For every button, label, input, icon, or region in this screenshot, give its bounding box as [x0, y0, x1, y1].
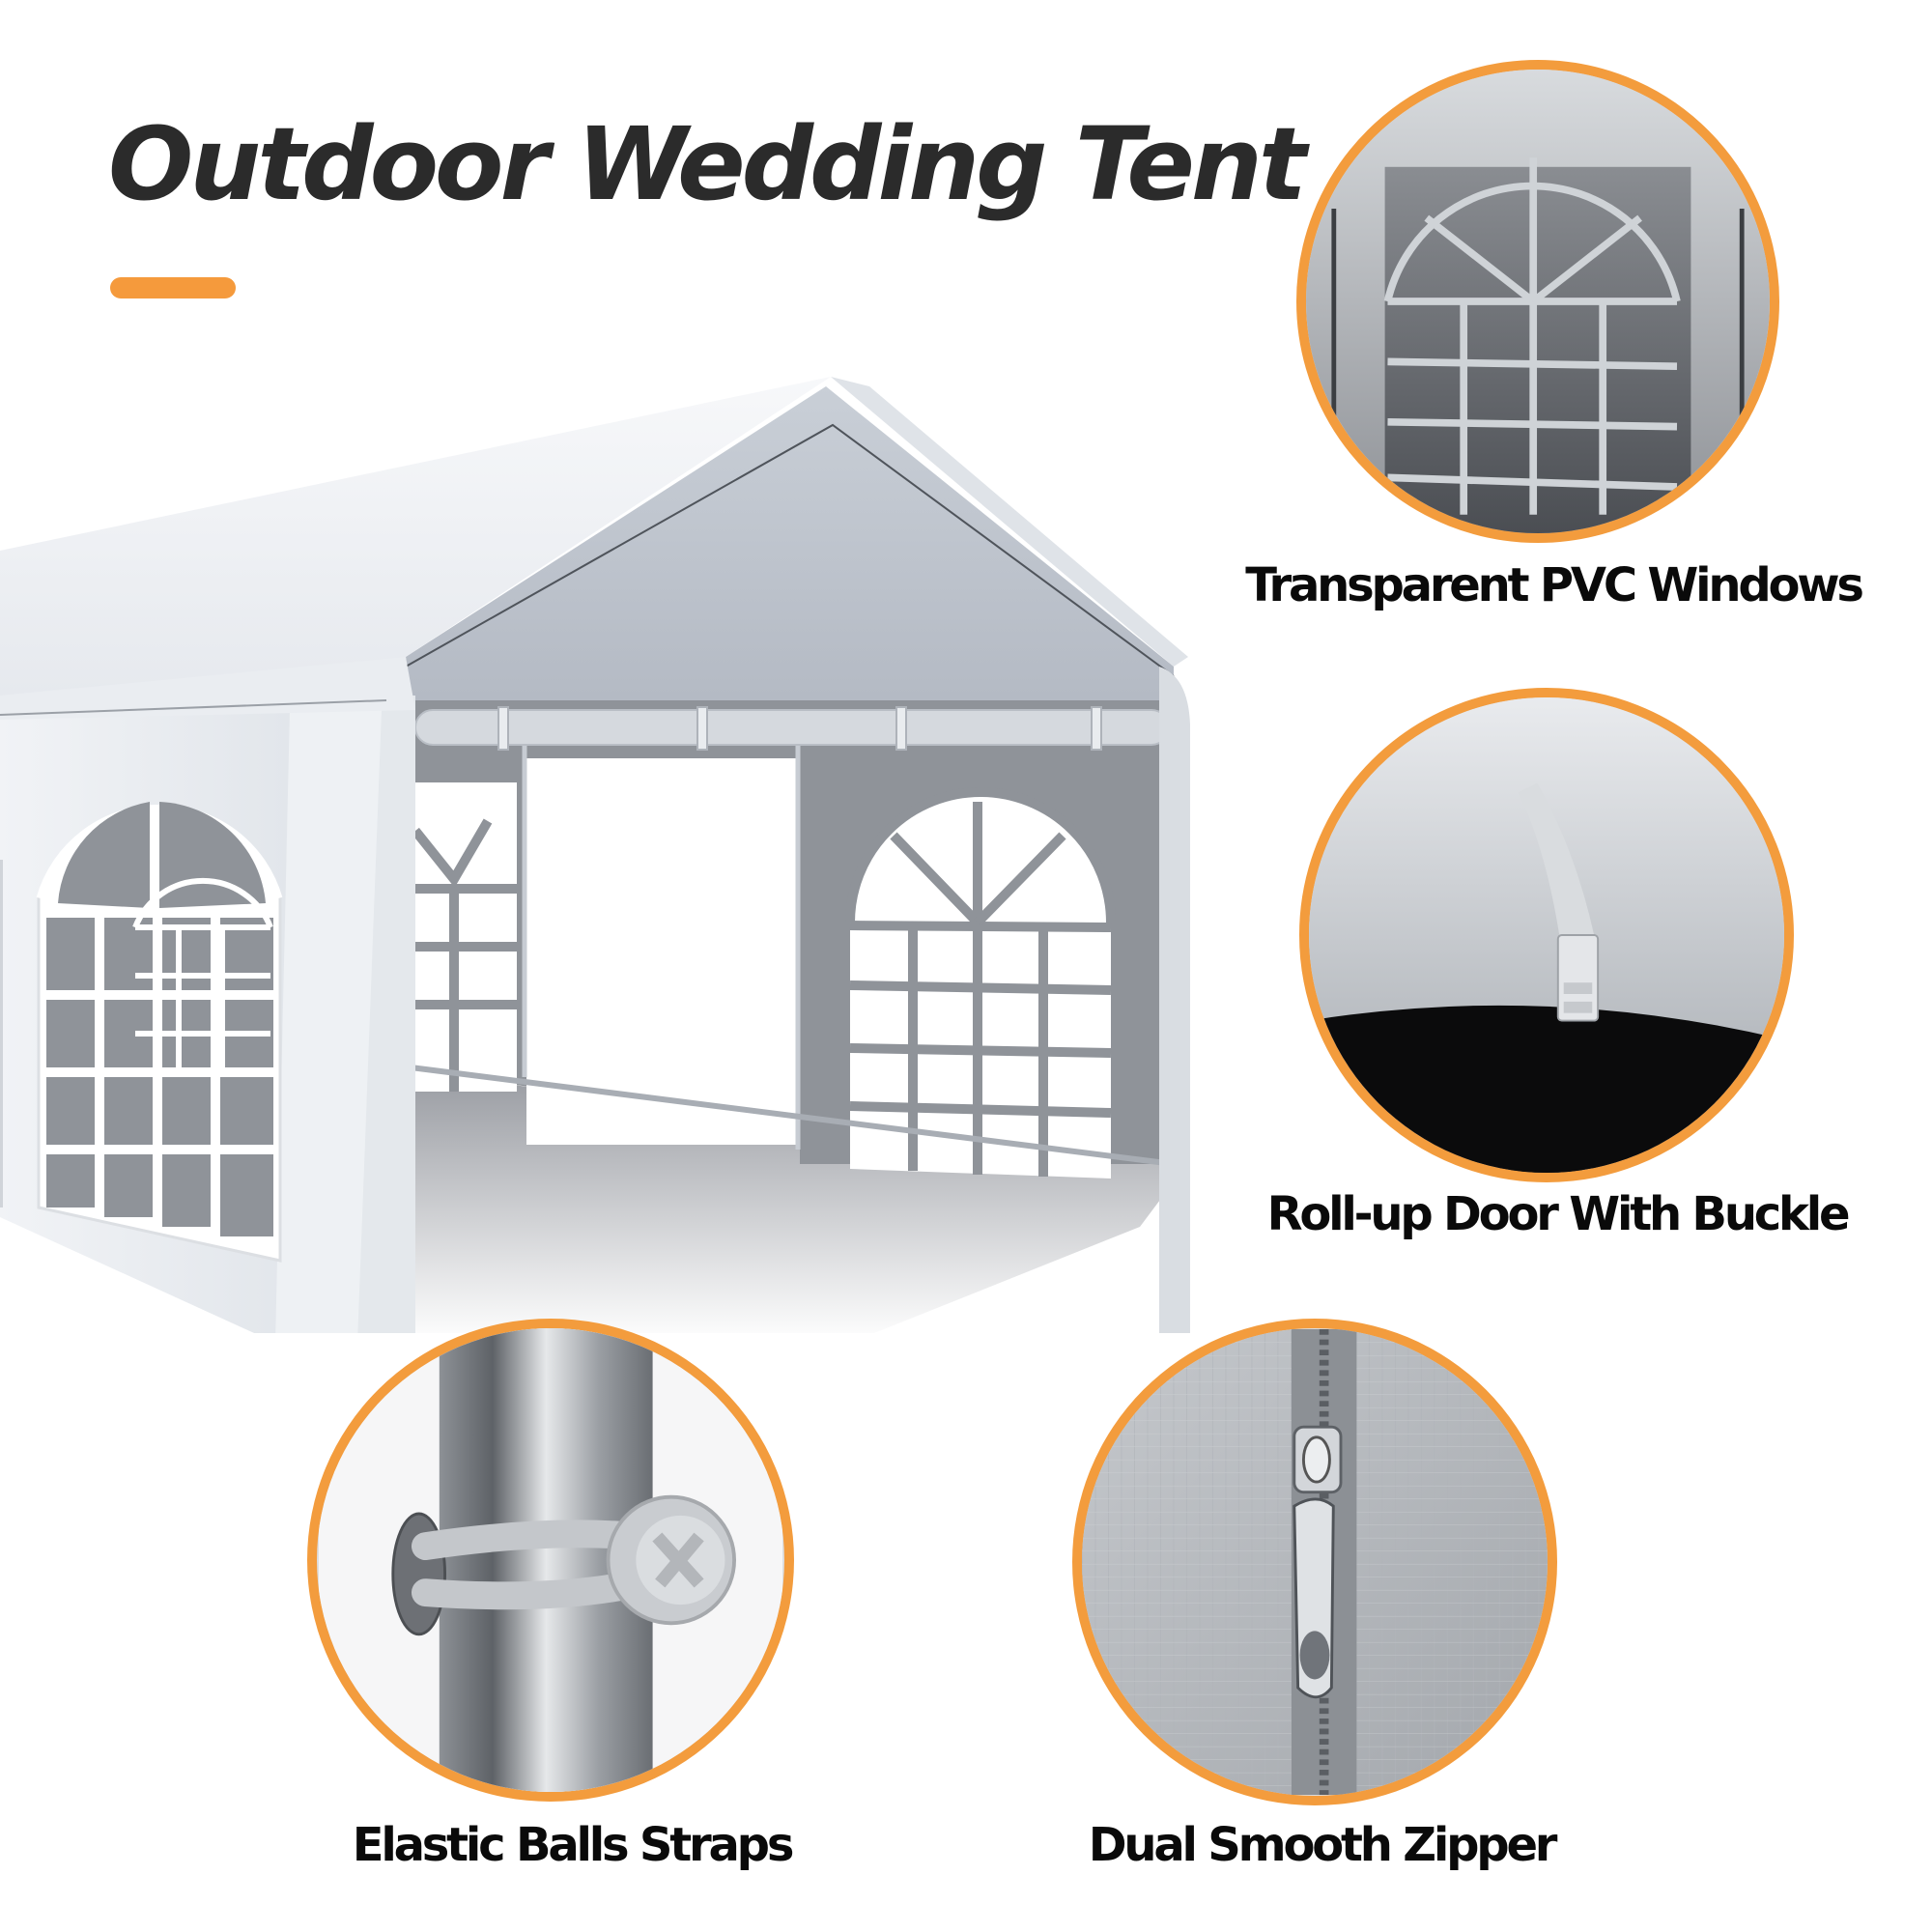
feature-label: Elastic Balls Straps [352, 1818, 795, 1872]
title-accent-bar [110, 277, 236, 298]
tent-illustration [0, 377, 1217, 1343]
zipper-closeup-icon [1072, 1319, 1557, 1805]
page-title: Outdoor Wedding Tent [108, 105, 1307, 223]
feature-label: Roll-up Door With Buckle [1266, 1187, 1851, 1241]
feature-label: Dual Smooth Zipper [1088, 1818, 1558, 1872]
feature-label: Transparent PVC Windows [1245, 558, 1864, 612]
pvc-window-closeup-icon [1296, 60, 1779, 543]
rollup-buckle-closeup-icon [1299, 688, 1794, 1182]
elastic-ball-strap-closeup-icon [307, 1319, 794, 1802]
